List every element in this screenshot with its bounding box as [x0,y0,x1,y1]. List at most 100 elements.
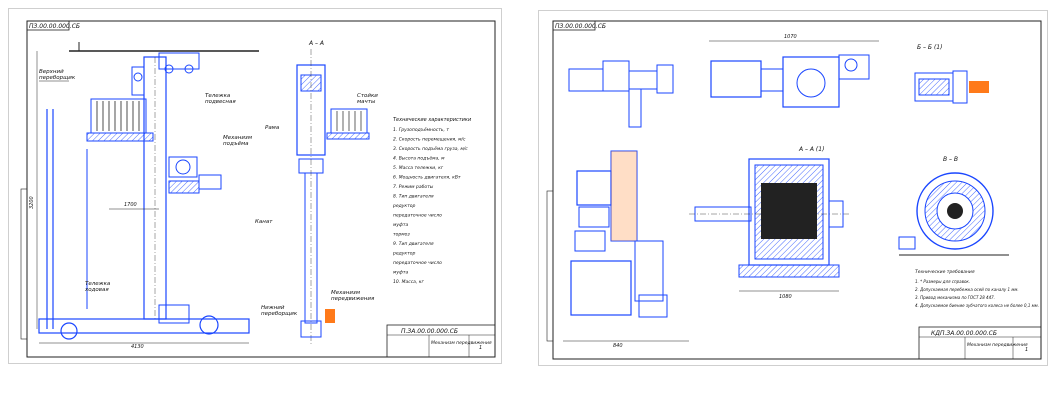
note-line: 2. Допускаемая перебежка осей по каналу … [915,287,1019,292]
spec-line: муфта [393,222,409,228]
spec-line: 4. Высота подъёма, м [393,156,445,162]
spec-line: 10. Масса, кг [393,279,425,285]
drive-unit [158,304,190,324]
hoist-base [168,180,200,194]
svg-text:Стойки: Стойки [357,93,378,99]
left-gear-block [574,230,606,252]
left-top-stamp [26,20,70,31]
label-top-left-1: Верхний [39,69,64,75]
svg-text:ходовая: ходовая [84,287,109,293]
spec-line: 5. Масса тележки, кг [393,165,444,171]
left-column [610,150,638,242]
spec-line: 3. Скорость подъёма груза, м/с [393,146,468,152]
section-base [738,264,840,278]
bottom-trolley [38,318,250,334]
spec-line: тормоз [393,233,410,238]
label-top-left-2: переборщик [39,75,76,81]
left-labels: Верхний переборщик Тележка подвесная Мех… [39,69,252,293]
svg-text:передвижения: передвижения [331,296,375,302]
top-trolley-wheel-1 [164,64,174,74]
spec-title: Технические характеристики [393,117,472,123]
left-title-block: П.ЗА.00.00.000.СБ Механизм передвижения … [386,324,496,358]
section-a-label: А – А [308,40,324,47]
shaft-top-left [628,88,642,128]
left-drawing-svg: ПЗ.00.00.000.СБ [20,20,496,358]
dim-mid-label: 1080 [779,294,792,300]
view-b-hatch [918,78,950,96]
top-right-unit [838,54,870,80]
spec-line: 8. Тип двигателя [393,194,434,200]
cage-rails [96,101,140,131]
section-cage-floor [326,132,370,140]
left-side-stamp [20,188,28,340]
right-side-stamp [546,190,554,342]
svg-text:Канат: Канат [255,219,273,225]
right-title-code: КДП.ЗА.00.00.000.СБ [931,330,997,337]
note-line: 1. * Размеры для справок. [915,279,970,284]
right-sheet-frame [552,20,1042,360]
dim-bot-label: 840 [613,343,623,349]
spec-table: Технические характеристики 1. Грузоподъё… [392,117,472,285]
svg-text:Механизм: Механизм [331,290,360,296]
spec-line: 2. Скорость перемещения, м/с [393,137,466,143]
svg-text:подъёма: подъёма [223,141,249,147]
right-title-name: Механизм передвижения [967,342,1028,348]
right-top-stamp-text: ПЗ.00.00.000.СБ [555,23,606,30]
top-coupling [760,68,784,92]
wheel-bracket [898,236,916,250]
svg-text:переборщик: переборщик [261,311,298,317]
right-notes: Технические требования 1. * Размеры для … [915,269,1039,308]
left-motor [576,170,612,206]
top-reducer-wheel [796,68,826,98]
mast-pulley [133,72,143,82]
left-lower-frame [570,260,632,316]
section-bottom [300,320,322,338]
coupling-top-left [628,70,658,90]
wheel-outer [916,172,994,250]
right-title-sheet: 1 [1025,347,1028,353]
bottom-wheel-right [199,315,219,335]
view-b-accent [969,81,989,93]
motor-top-left [602,60,630,92]
dim-label-1: 1700 [124,202,137,208]
left-column-accent [611,151,637,241]
spec-line: 6. Мощность двигателя, кВт [393,175,461,181]
hoist-motor [198,174,222,190]
mast-motor [131,66,145,96]
spec-line: редуктор [392,204,415,209]
svg-text:мачты: мачты [357,99,376,105]
section-labels: Рама Стойки мачты Канат Нижний переборщи… [255,93,378,317]
note-line: 4. Допускаемое биение зубчатого колеса н… [915,303,1039,308]
gearbox-top-left [568,68,604,92]
spec-line: 7. Режим работы [393,184,434,190]
svg-text:Рама: Рама [265,125,280,131]
svg-text:Тележка: Тележка [205,93,231,99]
top-reducer [782,56,840,108]
spec-line: 1. Грузоподъёмность, т [393,127,449,133]
cage-floor [86,132,154,142]
view-b-label: Б – Б (1) [917,44,942,51]
bottom-wheel-left [60,322,78,340]
left-title-sheet: 1 [479,345,482,351]
hoist-drum [175,159,191,175]
right-title-block: КДП.ЗА.00.00.000.СБ Механизм передвижени… [918,326,1042,360]
hoist-gearbox [168,156,198,178]
dim-top-label: 1070 [784,34,797,40]
top-trolley-wheel-2 [184,64,194,74]
wheel-axle [947,203,963,219]
notes-lines: 1. * Размеры для справок. 2. Допускаемая … [915,279,1039,308]
spec-line: передаточное число [393,214,442,219]
section-core [761,183,817,239]
left-coupling [578,206,610,228]
left-drawing-sheet: ПЗ.00.00.000.СБ [8,8,502,364]
spec-line: редуктор [392,252,415,257]
top-motor [710,60,762,98]
left-rack [634,240,664,302]
svg-text:Нижний: Нижний [261,305,285,311]
top-right-pulley [844,58,858,72]
left-title-name: Механизм передвижения [431,340,492,346]
top-trolley [158,52,200,70]
spec-line: передаточное число [393,261,442,266]
left-lower-motor [638,294,668,318]
svg-text:Тележка: Тележка [85,281,111,287]
